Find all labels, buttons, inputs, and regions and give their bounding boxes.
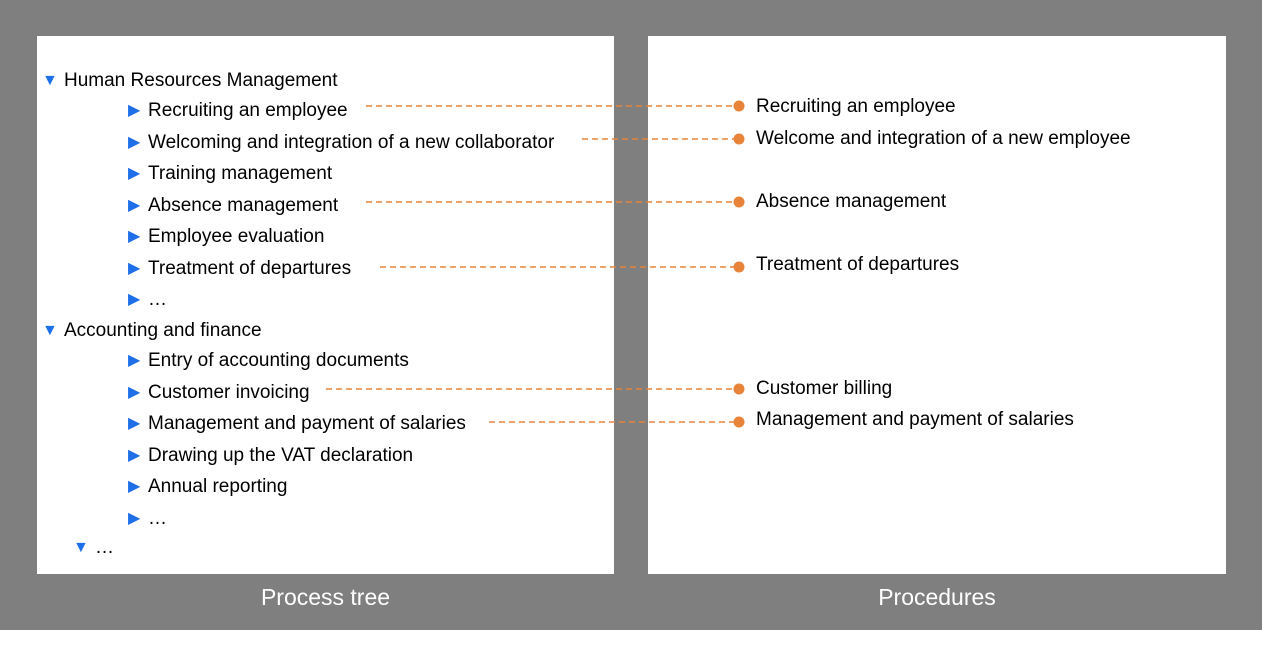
tree-item-label: Entry of accounting documents bbox=[148, 350, 409, 371]
tree-group-label: Accounting and finance bbox=[64, 320, 262, 341]
procedure-item[interactable]: Management and payment of salaries bbox=[756, 409, 1074, 430]
tree-item-label: Training management bbox=[148, 163, 333, 184]
procedures-caption: Procedures bbox=[878, 584, 996, 610]
tree-item-label: Customer invoicing bbox=[148, 382, 310, 403]
triangle-down-icon: ▼ bbox=[42, 322, 58, 339]
tree-item-label: Welcoming and integration of a new colla… bbox=[148, 132, 555, 153]
procedure-item[interactable]: Recruiting an employee bbox=[756, 96, 956, 117]
triangle-right-icon: ▶ bbox=[128, 228, 141, 245]
tree-group-label: … bbox=[95, 537, 114, 558]
triangle-right-icon: ▶ bbox=[128, 384, 141, 401]
tree-group-label: Human Resources Management bbox=[64, 70, 338, 91]
triangle-right-icon: ▶ bbox=[128, 415, 141, 432]
process-tree-panel bbox=[37, 36, 614, 574]
procedure-item[interactable]: Welcome and integration of a new employe… bbox=[756, 128, 1131, 149]
tree-item-label: … bbox=[148, 508, 167, 529]
procedure-item[interactable]: Absence management bbox=[756, 191, 947, 212]
procedure-item[interactable]: Treatment of departures bbox=[756, 254, 960, 275]
triangle-right-icon: ▶ bbox=[128, 102, 141, 119]
triangle-right-icon: ▶ bbox=[128, 510, 141, 527]
triangle-right-icon: ▶ bbox=[128, 478, 141, 495]
triangle-right-icon: ▶ bbox=[128, 447, 141, 464]
triangle-right-icon: ▶ bbox=[128, 134, 141, 151]
tree-item-label: Absence management bbox=[148, 195, 339, 216]
triangle-down-icon: ▼ bbox=[42, 72, 58, 89]
triangle-right-icon: ▶ bbox=[128, 165, 141, 182]
tree-item-label: Treatment of departures bbox=[148, 258, 352, 279]
triangle-right-icon: ▶ bbox=[128, 260, 141, 277]
tree-item-label: Drawing up the VAT declaration bbox=[148, 445, 414, 466]
procedure-item[interactable]: Customer billing bbox=[756, 378, 893, 399]
triangle-right-icon: ▶ bbox=[128, 291, 141, 308]
tree-item-label: … bbox=[148, 289, 167, 310]
triangle-right-icon: ▶ bbox=[128, 197, 141, 214]
process-tree-caption: Process tree bbox=[260, 584, 391, 610]
tree-item-label: Annual reporting bbox=[148, 476, 288, 497]
tree-item-label: Recruiting an employee bbox=[148, 100, 348, 121]
diagram-canvas: ▼ Human Resources Management ▶ Recruitin… bbox=[0, 0, 1262, 630]
triangle-down-icon: ▼ bbox=[73, 539, 89, 556]
tree-item-label: Management and payment of salaries bbox=[148, 413, 466, 434]
tree-item-label: Employee evaluation bbox=[148, 226, 325, 247]
triangle-right-icon: ▶ bbox=[128, 352, 141, 369]
procedures-panel bbox=[648, 36, 1226, 574]
